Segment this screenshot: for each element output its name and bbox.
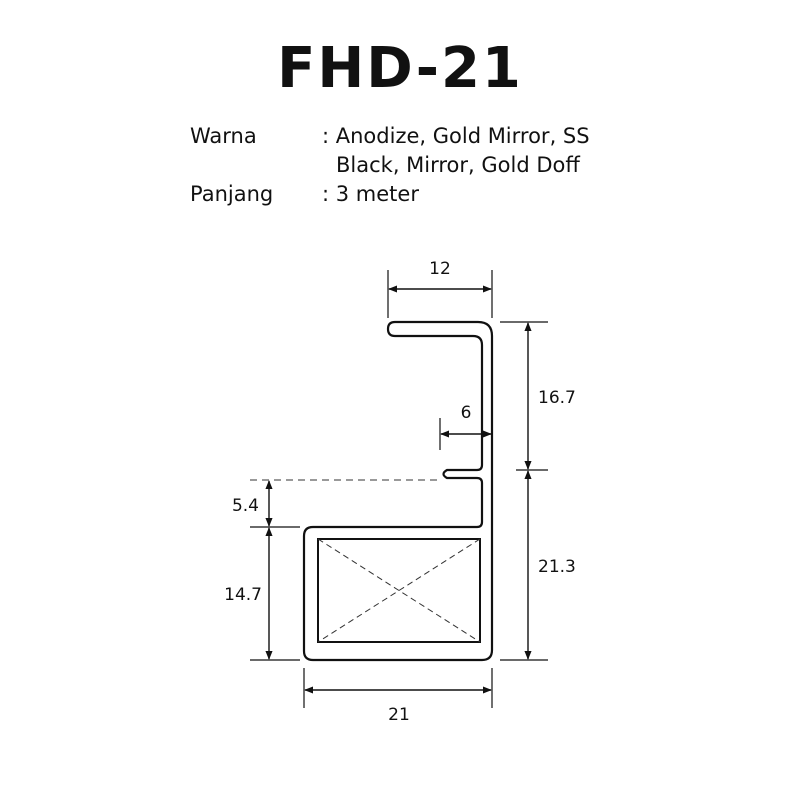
spec-row-color: Warna : Anodize, Gold Mirror, SS Black, … <box>190 122 622 180</box>
dim-box-height-label: 14.7 <box>224 585 262 605</box>
spec-value-length: : 3 meter <box>322 182 419 206</box>
profile-outline <box>302 320 494 662</box>
dim-groove-depth-label: 6 <box>461 403 472 423</box>
spec-value-color: : Anodize, Gold Mirror, SS Black, Mirror… <box>322 122 622 180</box>
spec-value-color-line2: Black, Mirror, Gold Doff <box>336 153 580 177</box>
spec-label-color: Warna <box>190 124 257 148</box>
spec-list: Warna : Anodize, Gold Mirror, SS Black, … <box>190 122 622 209</box>
inner-chamber <box>317 538 481 643</box>
chamber-cross-line-2 <box>317 538 481 643</box>
product-title: FHD-21 <box>277 36 523 101</box>
spec-label-length: Panjang <box>190 182 274 206</box>
dim-bottom-width-label: 21 <box>388 705 410 725</box>
dim-top-width-label: 12 <box>429 259 451 279</box>
dim-upper-height-label: 16.7 <box>538 388 576 408</box>
dim-groove-height-label: 5.4 <box>232 496 259 516</box>
spec-row-length: Panjang : 3 meter <box>190 180 622 209</box>
dim-lower-height-label: 21.3 <box>538 557 576 577</box>
spec-value-color-line1: : Anodize, Gold Mirror, SS <box>322 124 590 148</box>
